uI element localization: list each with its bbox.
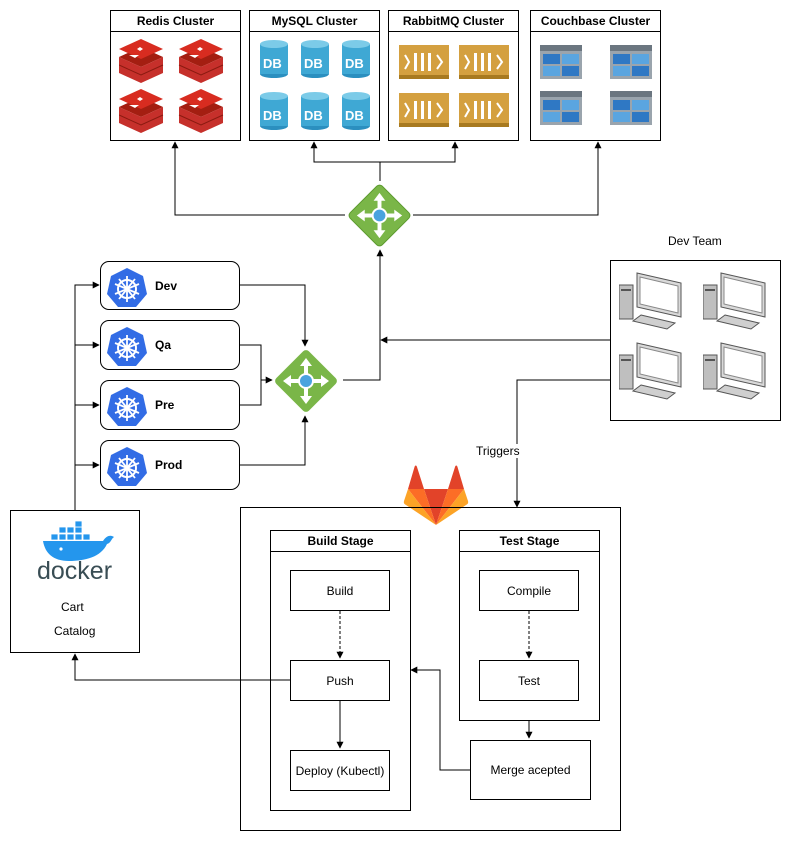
service-label: Cart <box>61 600 84 614</box>
rabbitmq-cluster: RabbitMQ Cluster <box>388 10 519 141</box>
redis-cluster-title: Redis Cluster <box>111 11 240 32</box>
load-balancer-icon <box>275 350 337 412</box>
redis-cluster: Redis Cluster <box>110 10 241 141</box>
dev-team-label: Dev Team <box>668 234 722 248</box>
kubernetes-icon <box>107 327 147 366</box>
dev-team-box <box>610 260 781 421</box>
rabbitmq-cluster-title: RabbitMQ Cluster <box>389 11 518 32</box>
pipeline-internal-connectors <box>336 611 533 771</box>
database-icon <box>260 40 288 78</box>
env-to-lb-connectors <box>240 284 309 466</box>
mysql-cluster: MySQL Cluster DB DB DB DB DB DB <box>249 10 380 141</box>
lb-to-lb-connector <box>343 249 384 381</box>
desktop-computer-icon <box>703 272 766 330</box>
merge-accepted-step[interactable]: Merge acepted <box>470 740 591 800</box>
gitlab-pipeline <box>240 507 621 831</box>
test-stage: Test Stage <box>459 530 600 721</box>
couchbase-icon <box>540 45 652 125</box>
devteam-to-pipeline-connector <box>513 379 610 508</box>
docker-box: docker Cart Catalog <box>10 510 140 653</box>
database-label: DB <box>263 56 282 71</box>
docker-to-env-connectors <box>74 281 100 510</box>
kubernetes-icon <box>107 268 147 307</box>
env-label: Prod <box>155 458 183 472</box>
database-label: DB <box>304 108 323 123</box>
push-to-docker-connector <box>71 653 290 681</box>
database-label: DB <box>345 56 364 71</box>
triggers-label: Triggers <box>476 444 520 458</box>
test-stage-title: Test Stage <box>460 531 599 552</box>
kubernetes-icon <box>107 387 147 426</box>
env-label: Pre <box>155 398 175 412</box>
docker-icon <box>43 521 114 561</box>
database-icon <box>342 40 370 78</box>
desktop-computer-icon <box>619 342 682 400</box>
build-stage: Build Stage <box>270 530 411 811</box>
database-label: DB <box>263 108 282 123</box>
env-pre[interactable]: Pre <box>100 380 240 430</box>
build-stage-title: Build Stage <box>271 531 410 552</box>
database-icon <box>260 92 288 130</box>
compile-step[interactable]: Compile <box>479 570 579 611</box>
desktop-computer-icon <box>703 342 766 400</box>
lb-to-clusters-connectors <box>171 141 602 216</box>
env-prod[interactable]: Prod <box>100 440 240 490</box>
env-dev[interactable]: Dev <box>100 261 240 310</box>
docker-logo-text: docker <box>37 557 113 585</box>
test-step[interactable]: Test <box>479 660 579 701</box>
env-label: Dev <box>155 278 178 293</box>
service-label: Catalog <box>54 624 96 638</box>
mysql-cluster-title: MySQL Cluster <box>250 11 379 32</box>
push-step[interactable]: Push <box>290 660 390 701</box>
build-step[interactable]: Build <box>290 570 390 611</box>
message-queue-icon <box>399 45 510 128</box>
database-icon <box>342 92 370 130</box>
database-icon <box>301 92 329 130</box>
env-qa[interactable]: Qa <box>100 320 240 370</box>
env-label: Qa <box>155 338 172 352</box>
redis-icon <box>119 39 224 134</box>
couchbase-cluster: Couchbase Cluster <box>530 10 661 141</box>
database-icon <box>301 40 329 78</box>
couchbase-cluster-title: Couchbase Cluster <box>531 11 660 32</box>
database-label: DB <box>345 108 364 123</box>
load-balancer-icon <box>348 184 411 247</box>
database-label: DB <box>304 56 323 71</box>
desktop-computer-icon <box>619 272 682 330</box>
kubernetes-icon <box>107 447 147 486</box>
deploy-step[interactable]: Deploy (Kubectl) <box>290 750 390 791</box>
